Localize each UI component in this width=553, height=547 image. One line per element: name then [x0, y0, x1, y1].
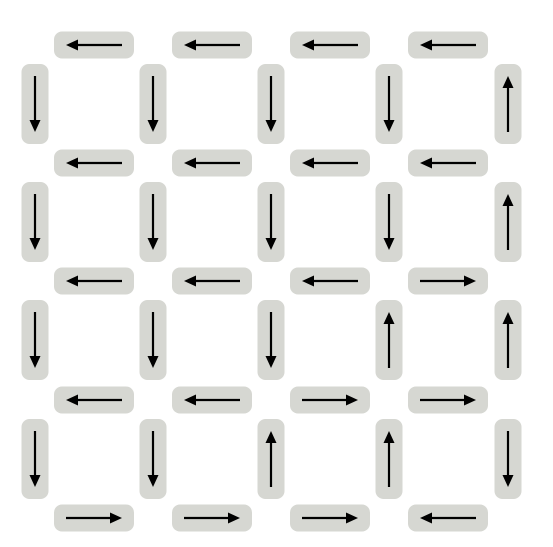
arrow-right-icon-head: [228, 512, 240, 524]
arrow-left-icon-head: [302, 157, 314, 169]
vertical-edge-r2-c3: [375, 300, 403, 380]
arrow-down-icon-head: [383, 238, 395, 250]
arrow-up-icon-head: [383, 431, 395, 443]
vertical-edge-r0-c0: [21, 64, 49, 144]
arrow-left-icon-head: [66, 394, 78, 406]
arrow-right-icon-head: [110, 512, 122, 524]
horizontal-edge-r0-c1: [172, 31, 252, 59]
arrow-right-icon-head: [346, 512, 358, 524]
horizontal-edge-r0-c0: [54, 31, 134, 59]
horizontal-edge-r0-c2: [290, 31, 370, 59]
vertical-edge-r0-c1: [139, 64, 167, 144]
arrow-left-icon-head: [184, 39, 196, 51]
horizontal-edge-r2-c1: [172, 267, 252, 295]
arrow-left-icon-head: [66, 39, 78, 51]
arrow-right-icon-head: [464, 394, 476, 406]
arrow-down-icon-head: [147, 475, 159, 487]
vertical-edge-r1-c1: [139, 182, 167, 262]
vertical-edge-r3-c1: [139, 419, 167, 499]
arrow-down-icon-head: [265, 356, 277, 368]
arrow-left-icon-head: [420, 39, 432, 51]
arrow-right-icon-head: [464, 275, 476, 287]
arrow-left-icon-head: [66, 275, 78, 287]
horizontal-edge-r1-c2: [290, 149, 370, 177]
horizontal-edge-r2-c2: [290, 267, 370, 295]
arrow-down-icon-head: [147, 238, 159, 250]
vertical-edge-r0-c2: [257, 64, 285, 144]
arrow-right-icon-head: [346, 394, 358, 406]
vertical-edge-r2-c2: [257, 300, 285, 380]
vertical-edge-r1-c4: [494, 182, 522, 262]
arrow-down-icon-head: [29, 475, 41, 487]
horizontal-edge-r3-c3: [408, 386, 488, 414]
horizontal-edge-r1-c1: [172, 149, 252, 177]
arrow-up-icon-head: [502, 194, 514, 206]
vertical-edge-r2-c4: [494, 300, 522, 380]
horizontal-edge-r4-c1: [172, 504, 252, 532]
vertical-edge-r3-c4: [494, 419, 522, 499]
vertical-edge-r1-c0: [21, 182, 49, 262]
arrow-down-icon-head: [265, 238, 277, 250]
arrow-down-icon-head: [29, 120, 41, 132]
horizontal-edge-r3-c2: [290, 386, 370, 414]
arrow-left-icon-head: [66, 157, 78, 169]
arrow-up-icon-head: [502, 76, 514, 88]
vertical-edge-r2-c0: [21, 300, 49, 380]
horizontal-edge-r0-c3: [408, 31, 488, 59]
arrow-up-icon-head: [265, 431, 277, 443]
arrow-up-icon-head: [502, 312, 514, 324]
horizontal-edge-r4-c3: [408, 504, 488, 532]
horizontal-edge-r2-c0: [54, 267, 134, 295]
arrow-down-icon-head: [29, 238, 41, 250]
arrow-up-icon-head: [383, 312, 395, 324]
vertical-edge-r2-c1: [139, 300, 167, 380]
horizontal-edge-r3-c1: [172, 386, 252, 414]
vertical-edge-r0-c3: [375, 64, 403, 144]
arrow-down-icon-head: [502, 475, 514, 487]
arrow-left-icon-head: [184, 394, 196, 406]
arrow-down-icon-head: [383, 120, 395, 132]
arrow-left-icon-head: [420, 157, 432, 169]
horizontal-edge-r1-c0: [54, 149, 134, 177]
horizontal-edge-r3-c0: [54, 386, 134, 414]
arrow-down-icon-head: [147, 356, 159, 368]
vertical-edge-r1-c3: [375, 182, 403, 262]
arrow-left-icon-head: [302, 275, 314, 287]
arrow-left-icon-head: [184, 157, 196, 169]
arrow-down-icon-head: [147, 120, 159, 132]
arrow-left-icon-head: [184, 275, 196, 287]
arrow-left-icon-head: [420, 512, 432, 524]
vertical-edge-r3-c2: [257, 419, 285, 499]
horizontal-edge-r1-c3: [408, 149, 488, 177]
vertical-edge-r3-c3: [375, 419, 403, 499]
vertical-edge-r3-c0: [21, 419, 49, 499]
arrow-down-icon-head: [265, 120, 277, 132]
vertical-edge-r0-c4: [494, 64, 522, 144]
horizontal-edge-r4-c2: [290, 504, 370, 532]
horizontal-edge-r2-c3: [408, 267, 488, 295]
horizontal-edge-r4-c0: [54, 504, 134, 532]
arrow-down-icon-head: [29, 356, 41, 368]
arrow-left-icon-head: [302, 39, 314, 51]
vertical-edge-r1-c2: [257, 182, 285, 262]
